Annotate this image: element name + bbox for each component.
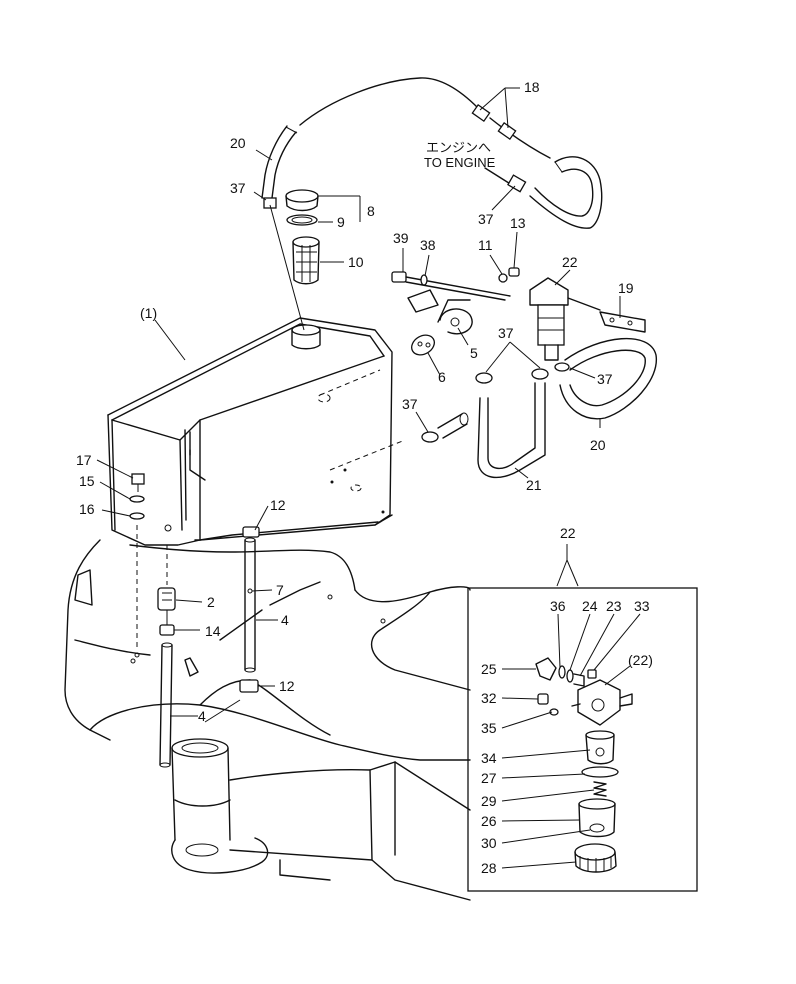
- main-labels: 18 20 37 8 9 10 エンジンへ TO ENGINE 37 39 38…: [76, 79, 634, 724]
- drain-valve: [157, 545, 176, 636]
- filler-cap: [285, 189, 319, 226]
- detail-label-29: 29: [481, 793, 497, 809]
- engine-note-japanese: エンジンへ: [426, 140, 491, 155]
- label-16: 16: [79, 501, 95, 517]
- label-18: 18: [524, 79, 540, 95]
- label-15: 15: [79, 473, 95, 489]
- drain-bolt-group: [129, 473, 145, 658]
- label-37-right: 37: [597, 371, 613, 387]
- detail-label-36: 36: [550, 598, 566, 614]
- label-21: 21: [526, 477, 542, 493]
- label-19: 19: [618, 280, 634, 296]
- label-37-return: 37: [478, 211, 494, 227]
- label-5: 5: [470, 345, 478, 361]
- detail-label-30: 30: [481, 835, 497, 851]
- label-13: 13: [510, 215, 526, 231]
- label-12-top: 12: [270, 497, 286, 513]
- label-17: 17: [76, 452, 92, 468]
- overflow-hose: [261, 77, 551, 199]
- label-20-right: 20: [590, 437, 606, 453]
- label-1: (1): [140, 305, 157, 321]
- label-4-left: 4: [198, 708, 206, 724]
- label-38: 38: [420, 237, 436, 253]
- label-12-bottom: 12: [279, 678, 295, 694]
- detail-ref-label: 22: [560, 525, 576, 541]
- machine-frame: [64, 539, 471, 901]
- detail-label-25: 25: [481, 661, 497, 677]
- label-2: 2: [207, 594, 215, 610]
- detail-label-34: 34: [481, 750, 497, 766]
- strainer: [292, 236, 320, 285]
- detail-labels: 36 24 23 33 25 (22) 32 35 34 27 29 26 30…: [481, 598, 653, 876]
- detail-label-35: 35: [481, 720, 497, 736]
- detail-leader-lines: [501, 613, 641, 869]
- fuel-fittings: [391, 267, 520, 356]
- detail-label-32: 32: [481, 690, 497, 706]
- label-9: 9: [337, 214, 345, 230]
- label-39: 39: [393, 230, 409, 246]
- detail-label-23: 23: [606, 598, 622, 614]
- leader-lines: [96, 87, 621, 723]
- detail-frame: [467, 587, 698, 892]
- detail-label-26: 26: [481, 813, 497, 829]
- gauge-tube: [239, 526, 260, 693]
- detail-label-27: 27: [481, 770, 497, 786]
- detail-label-28: 28: [481, 860, 497, 876]
- label-37-cap: 37: [230, 180, 246, 196]
- water-separator: [529, 277, 601, 361]
- hose-clamp: [263, 197, 277, 209]
- label-11: 11: [478, 237, 493, 253]
- return-hose: [484, 156, 603, 229]
- detail-label-22: (22): [628, 652, 653, 668]
- label-6: 6: [438, 369, 446, 385]
- label-20-top: 20: [230, 135, 246, 151]
- fuel-hose-21: [475, 368, 549, 479]
- drain-hose: [159, 642, 173, 768]
- detail-inset: 22: [467, 525, 698, 892]
- label-22-main: 22: [562, 254, 578, 270]
- detail-label-33: 33: [634, 598, 650, 614]
- label-7: 7: [276, 582, 284, 598]
- engine-note-english: TO ENGINE: [424, 155, 496, 170]
- label-37-left: 37: [402, 396, 418, 412]
- bracket: [599, 311, 646, 333]
- short-hose: [421, 412, 469, 443]
- label-37-hose: 37: [498, 325, 514, 341]
- label-8: 8: [367, 203, 375, 219]
- label-4-right: 4: [281, 612, 289, 628]
- detail-label-24: 24: [582, 598, 598, 614]
- detail-parts: [535, 657, 633, 873]
- fuel-tank: [107, 317, 406, 546]
- label-14: 14: [205, 623, 221, 639]
- label-10: 10: [348, 254, 364, 270]
- fuel-hose-20: [554, 337, 657, 420]
